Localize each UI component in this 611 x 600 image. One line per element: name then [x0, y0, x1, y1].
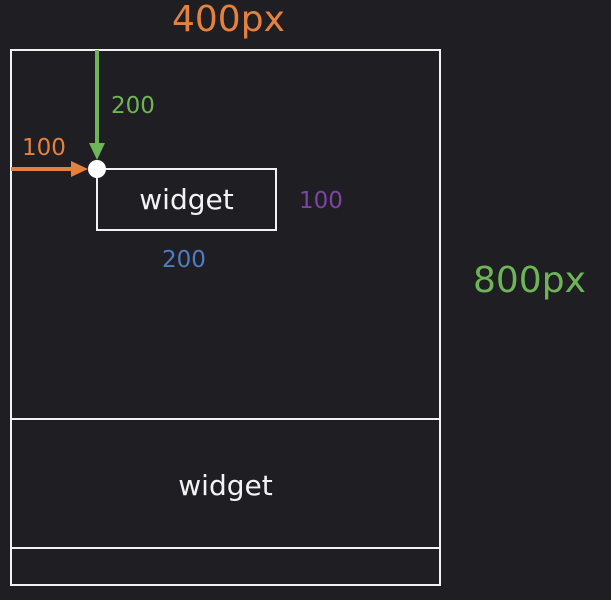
origin-point — [88, 160, 106, 178]
positioned-widget-label: widget — [139, 183, 234, 216]
widget-height-label: 100 — [299, 188, 343, 214]
widget-width-label: 200 — [162, 247, 206, 273]
offset-y-arrow-head — [89, 143, 105, 160]
container-width-label: 400px — [172, 0, 285, 40]
offset-y-label: 200 — [111, 93, 155, 119]
container-height-label: 800px — [473, 260, 586, 301]
offset-x-arrow-head — [71, 161, 88, 177]
lower-widget-label: widget — [178, 469, 273, 502]
container-outline — [10, 49, 441, 586]
positioned-widget-box — [96, 168, 277, 231]
offset-x-label: 100 — [22, 135, 66, 161]
